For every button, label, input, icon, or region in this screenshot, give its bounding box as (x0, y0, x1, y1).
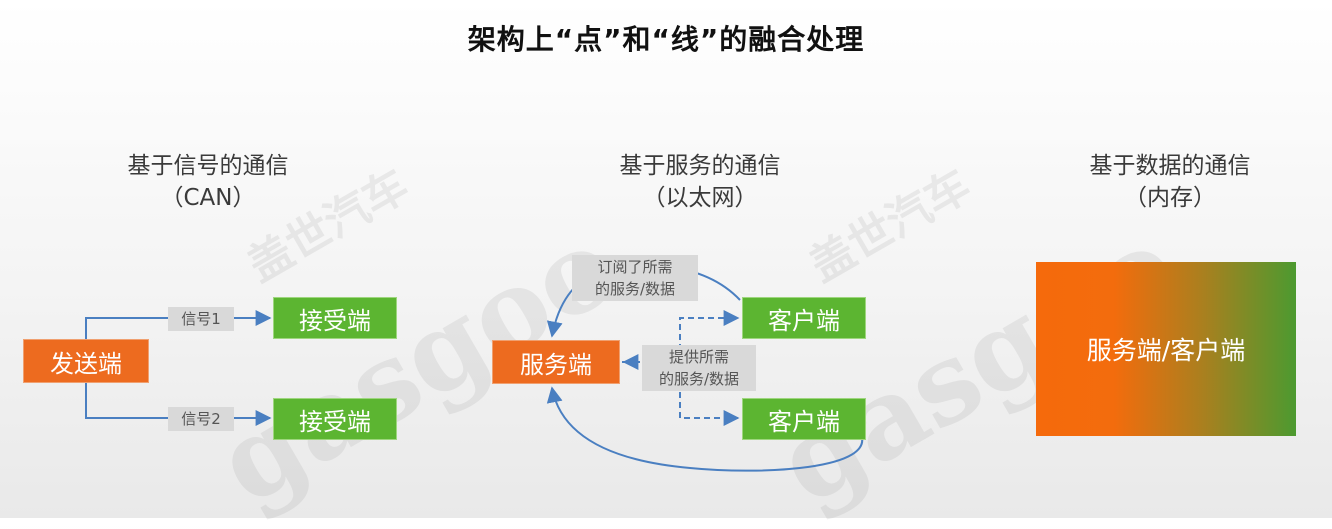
memory-subtitle: （内存） (1124, 185, 1216, 211)
ethernet-column-title: 基于服务的通信 （以太网） (570, 150, 830, 214)
subscribe-label: 订阅了所需 的服务/数据 (572, 255, 698, 301)
client1-box: 客户端 (742, 297, 866, 339)
receiver2-box: 接受端 (273, 398, 397, 440)
can-title: 基于信号的通信 (127, 153, 289, 179)
page-title: 架构上“点”和“线”的融合处理 (467, 23, 865, 56)
memory-title: 基于数据的通信 (1089, 153, 1251, 179)
client2-box: 客户端 (742, 398, 866, 440)
provide-label-text: 提供所需 的服务/数据 (658, 348, 740, 388)
can-column-title: 基于信号的通信 （CAN） (78, 150, 338, 214)
signal1-label: 信号1 (168, 307, 234, 331)
receiver1-box: 接受端 (273, 297, 397, 339)
provide-label: 提供所需 的服务/数据 (642, 345, 756, 391)
server-box: 服务端 (492, 340, 620, 384)
subscribe-label-text: 订阅了所需 的服务/数据 (594, 258, 676, 298)
sender-box: 发送端 (23, 339, 149, 383)
memory-column-title: 基于数据的通信 （内存） (1040, 150, 1300, 214)
memory-box: 服务端/客户端 (1036, 262, 1296, 436)
signal2-label: 信号2 (168, 407, 234, 431)
can-subtitle: （CAN） (160, 185, 256, 211)
ethernet-subtitle: （以太网） (642, 185, 758, 211)
ethernet-title: 基于服务的通信 (619, 153, 781, 179)
